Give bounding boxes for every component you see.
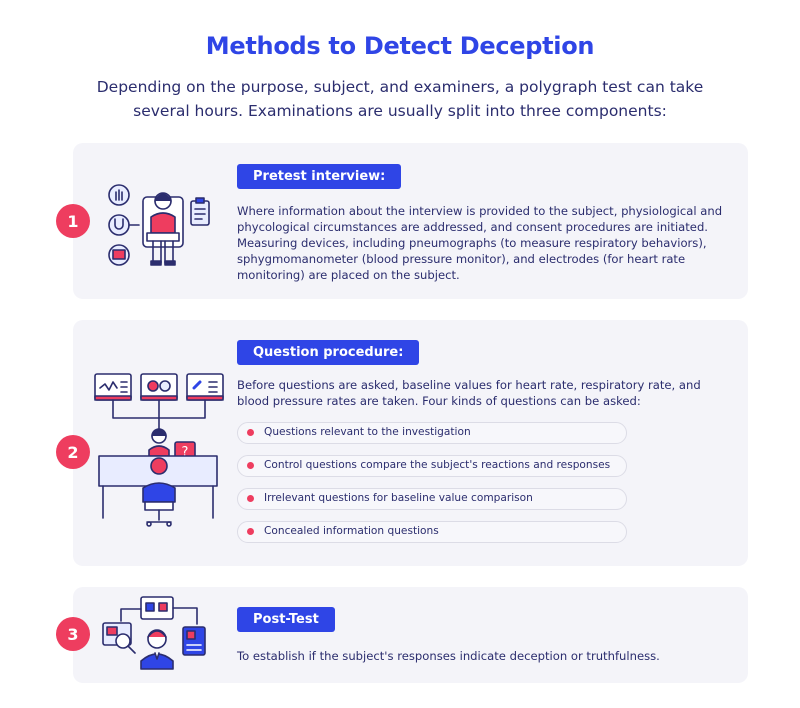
step-number-badge: 1 xyxy=(56,204,90,238)
step-number-badge: 3 xyxy=(56,617,90,651)
bullet-dot-icon xyxy=(247,462,254,469)
post-test-illustration xyxy=(102,596,206,670)
svg-text:?: ? xyxy=(182,445,189,460)
section-description: To establish if the subject's responses … xyxy=(237,649,660,663)
bullet-dot-icon xyxy=(247,528,254,535)
question-type-item: Control questions compare the subject's … xyxy=(237,455,627,477)
question-type-label: Irrelevant questions for baseline value … xyxy=(264,492,533,504)
question-type-item: Irrelevant questions for baseline value … xyxy=(237,488,627,510)
question-type-label: Concealed information questions xyxy=(264,525,439,537)
question-type-label: Control questions compare the subject's … xyxy=(264,459,611,471)
section-heading: Post-Test xyxy=(237,607,335,632)
section-heading: Pretest interview: xyxy=(237,164,402,189)
pretest-interview-illustration xyxy=(108,184,210,266)
section-card-pretest: 1 xyxy=(56,143,748,299)
page-title: Methods to Detect Deception xyxy=(205,32,595,60)
question-procedure-illustration: ? xyxy=(94,373,224,527)
bullet-dot-icon xyxy=(247,429,254,436)
question-type-item: Concealed information questions xyxy=(237,521,627,543)
section-description: Where information about the interview is… xyxy=(237,204,723,282)
section-heading: Question procedure: xyxy=(237,340,420,365)
question-type-label: Questions relevant to the investigation xyxy=(264,426,471,438)
section-card-question-procedure: 2 ? xyxy=(56,320,748,566)
page-subtitle: Depending on the purpose, subject, and e… xyxy=(96,78,704,120)
section-description: Before questions are asked, baseline val… xyxy=(237,378,701,408)
bullet-dot-icon xyxy=(247,495,254,502)
section-card-post-test: 3 Post-Test To establish if the subject' xyxy=(56,587,748,683)
question-type-item: Questions relevant to the investigation xyxy=(237,422,627,444)
step-number-badge: 2 xyxy=(56,435,90,469)
